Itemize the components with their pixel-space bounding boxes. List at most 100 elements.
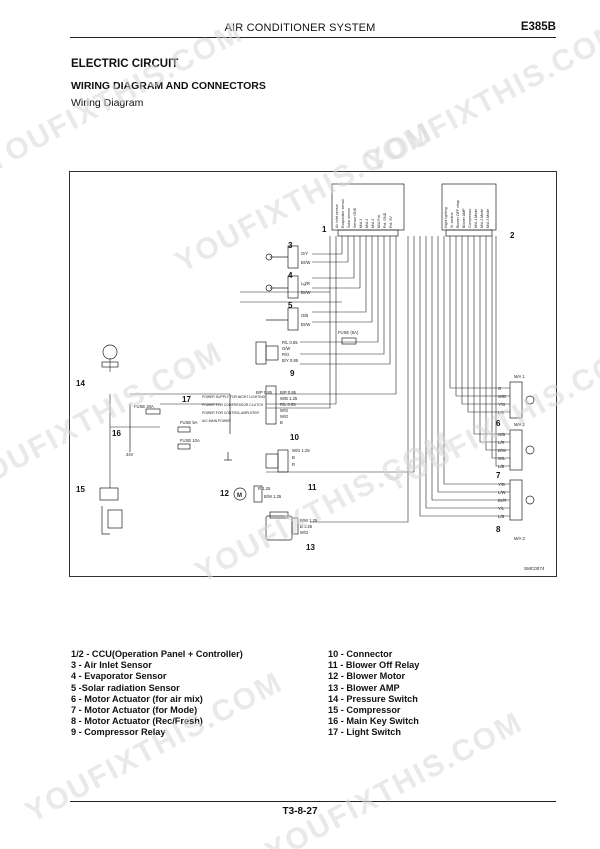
wire-code: B (292, 455, 295, 460)
fuse-label: FUSE (5A) (338, 330, 359, 335)
callout-16: 16 (112, 429, 121, 438)
legend-item: 17 - Light Switch (328, 727, 401, 738)
footer-divider (70, 801, 556, 802)
wire-code: G/B (498, 432, 505, 437)
ccu-pin-labels: Air inlet sensor Evaporator sensor Solar… (335, 198, 490, 228)
wire-code: B/W 1.25 (264, 494, 282, 499)
wire-code: L/B (498, 410, 504, 415)
callout-13: 13 (306, 543, 315, 552)
legend-left: 1/2 - CCU(Operation Panel + Controller) … (71, 649, 243, 739)
fuse-5a-top-symbol (341, 337, 357, 345)
wire-code: W/G 1.25 (292, 448, 310, 453)
wire-code: L/W (498, 490, 505, 495)
switch-label: POWER SUPPLY FOR NIGHT LIGHTING (202, 395, 266, 399)
wiring-diagram-svg: Air inlet sensor Evaporator sensor Solar… (76, 183, 545, 571)
compressor-relay (255, 341, 267, 365)
wire-code: B 1.25 (300, 524, 313, 529)
legend-item: 6 - Motor Actuator (for air mix) (71, 693, 203, 704)
solar-radiation-sensor (287, 307, 299, 331)
fuse-label: FUSE 10A (180, 438, 200, 443)
actuator-label: M/A 2 (514, 422, 525, 427)
callout-15: 15 (76, 485, 85, 494)
switch-label: A/C MAIN POWER (202, 419, 231, 423)
wire-code: B/P 0.85 (256, 390, 273, 395)
wire-code: Y/B (498, 482, 505, 487)
ccu-pin-label-left: M/A 2 (365, 219, 369, 228)
wire-code: Br/W (301, 322, 310, 327)
sensor-4-icon (265, 284, 273, 292)
ccu-pin-label-right: Night lighting (444, 207, 448, 228)
compressor-relay-coil (265, 345, 279, 361)
callout-6: 6 (496, 419, 501, 428)
section-title: ELECTRIC CIRCUIT (71, 58, 179, 70)
legend-item: 16 - Main Key Switch (328, 716, 419, 727)
compressor-clutch (107, 509, 123, 529)
callout-17: 17 (182, 395, 191, 404)
wire-code: Br/W (301, 260, 310, 265)
ccu-pin-label-right: M/A 1 Mode (474, 209, 478, 228)
callout-5: 5 (288, 301, 293, 310)
ccu-pin-label-right: Blower OFF relay (456, 200, 460, 228)
ccu-connector-2-pins (445, 229, 493, 237)
ccu-pin-label-left: Solar sensor (347, 207, 351, 228)
legend-item: 12 - Blower Motor (328, 671, 406, 682)
page-number: T3-8-27 (282, 806, 318, 817)
pressure-switch-icon (102, 344, 118, 360)
callout-1: 1 (322, 225, 327, 234)
wire-code: W/G (280, 414, 288, 419)
actuator-1-motor-icon (525, 395, 535, 405)
legend-item: 11 - Blower Off Relay (328, 660, 420, 671)
switch-label: POWER FOR CONTROL AMPLIFIER (202, 411, 260, 415)
legend-item: 13 - Blower AMP (328, 682, 400, 693)
callout-3: 3 (288, 241, 293, 250)
wire-code: W/B (498, 394, 506, 399)
ccu-pin-label-left: M/A 1 (359, 219, 363, 228)
fuse-label: FUSE 20A (134, 404, 154, 409)
ccu-pin-label-right: Blower AMP (462, 208, 466, 228)
wire-code: Y/L (498, 506, 505, 511)
fuse-label: FUSE 5A (180, 420, 198, 425)
ccu-pin-label-left: Sensor GND (353, 207, 357, 228)
motor-actuator-air-mix (509, 381, 523, 419)
blower-amp (265, 515, 293, 541)
wire-code: W/G (280, 408, 288, 413)
wire-code: B/Y 0.85 (282, 358, 299, 363)
legend-item: 3 - Air Inlet Sensor (71, 660, 152, 671)
actuator-label: M/A 1 (514, 374, 525, 379)
legend-item: 14 - Pressure Switch (328, 693, 418, 704)
wire-code: W/G (300, 530, 308, 535)
blower-motor-icon (233, 487, 247, 501)
wire-code: L/R (498, 440, 505, 445)
motor-actuator-rec-fresh (509, 479, 523, 521)
legend-right: 10 - Connector 11 - Blower Off Relay 12 … (328, 649, 419, 739)
legend-item: 9 - Compressor Relay (71, 727, 166, 738)
fuse-20a-symbol (145, 408, 161, 415)
actuator-2-motor-icon (525, 445, 535, 455)
wire-code: W/L (498, 456, 506, 461)
pressure-switch-connector (101, 361, 119, 368)
fuse-5a-symbol (177, 426, 191, 433)
wire-code: R/G (282, 352, 289, 357)
wire-code: Y/G (498, 402, 505, 407)
ccu-pin-label-right: M/A 2 Mode (480, 209, 484, 228)
wire-code: R/L 0.85 (282, 340, 298, 345)
actuator-label: M/A 3 (514, 536, 525, 541)
ccu-pin-label-left: Pot. 5V (389, 216, 393, 228)
legend-item: 1/2 - CCU(Operation Panel + Controller) (71, 649, 243, 659)
blower-motor-connector (253, 485, 263, 503)
wire-code: B (280, 420, 283, 425)
switch-label: POWER FOR COMPRESSOR CLUTCH (202, 403, 264, 407)
wiring-diagram: Air inlet sensor Evaporator sensor Solar… (69, 171, 557, 577)
ccu-pin-label-right: M/A 3 Mode (486, 209, 490, 228)
wire-code: B/W (498, 448, 506, 453)
wire-code: Br/W (301, 290, 310, 295)
wire-code: Lg/R (301, 281, 310, 286)
blower-motor-symbol: M (237, 493, 242, 499)
legend-item: 4 - Evaporator Sensor (71, 671, 167, 682)
callout-9: 9 (290, 369, 295, 378)
callout-10: 10 (290, 433, 299, 442)
wire-code: W/B 1.25 (280, 396, 298, 401)
wire-code: R/L 0.85 (280, 402, 296, 407)
callout-8: 8 (496, 525, 501, 534)
wire-code: B/W 1.25 (300, 518, 318, 523)
